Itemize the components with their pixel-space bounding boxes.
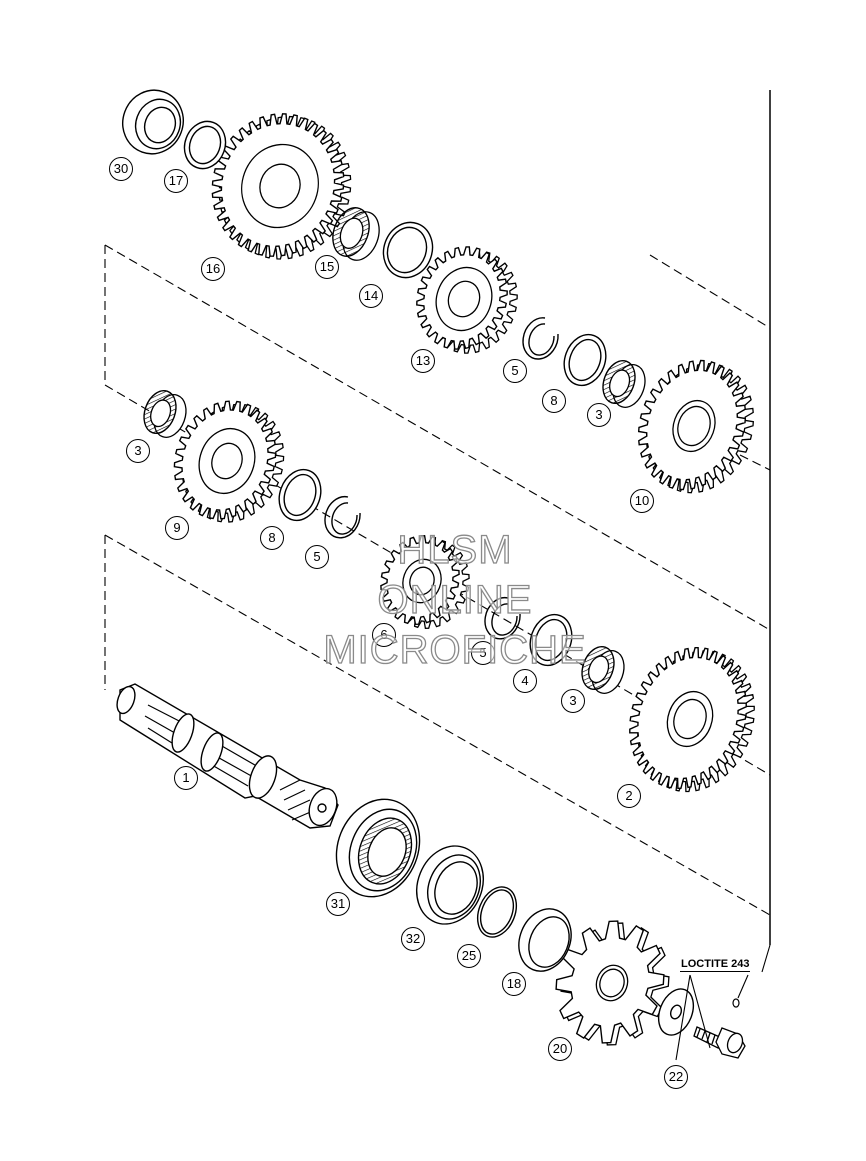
part-callout-32: 32	[401, 927, 425, 951]
part-callout-1: 1	[174, 766, 198, 790]
needle-bearing-3c	[581, 645, 625, 694]
part-callout-13: 13	[411, 349, 435, 373]
part-callout-5-top: 5	[503, 359, 527, 383]
part-callout-20: 20	[548, 1037, 572, 1061]
part-callout-5-mid: 5	[305, 545, 329, 569]
part-callout-22: 22	[664, 1065, 688, 1089]
washer-22	[657, 988, 695, 1036]
part-callout-16: 16	[201, 257, 225, 281]
washer-14	[382, 221, 434, 279]
washer-8a	[563, 333, 607, 387]
washer-17	[183, 120, 227, 170]
loctite-leader-lines	[675, 944, 771, 1061]
circlip-5c	[484, 596, 521, 640]
part-callout-4: 4	[513, 669, 537, 693]
circlip-5a	[522, 317, 559, 360]
bearing-31	[335, 798, 421, 898]
washer-8b	[278, 468, 322, 522]
sprocket-20	[555, 920, 670, 1046]
watermark-line-1: HLSM	[397, 528, 513, 572]
needle-bearing-3a	[602, 359, 646, 408]
part-callout-25: 25	[457, 944, 481, 968]
bolt-22	[693, 1026, 746, 1059]
o-ring-25	[476, 886, 518, 938]
circlip-5b	[324, 495, 361, 539]
watermark-line-3: MICROFICHE	[323, 628, 587, 672]
bearing-30	[122, 89, 184, 155]
washer-4	[529, 613, 573, 667]
needle-bearing-3b	[143, 389, 187, 438]
part-callout-15: 15	[315, 255, 339, 279]
part-callout-17: 17	[164, 169, 188, 193]
part-callout-2: 2	[617, 784, 641, 808]
part-callout-8-mid: 8	[260, 526, 284, 550]
needle-bearing-15	[332, 207, 380, 261]
part-callout-3-mid: 3	[126, 439, 150, 463]
main-shaft-1	[116, 683, 339, 829]
bushing-18	[518, 908, 572, 972]
part-callout-3-low: 3	[561, 689, 585, 713]
loctite-note: LOCTITE 243	[680, 958, 751, 972]
part-callout-9: 9	[165, 516, 189, 540]
seal-32	[416, 845, 484, 925]
gear-13	[416, 246, 518, 354]
part-callout-31: 31	[326, 892, 350, 916]
gear-9	[173, 400, 285, 523]
part-callout-18: 18	[502, 972, 526, 996]
part-callout-8-top: 8	[542, 389, 566, 413]
part-callout-6: 6	[372, 623, 396, 647]
loctite-drop	[732, 998, 740, 1008]
gear-10	[637, 359, 754, 494]
part-callout-10: 10	[630, 489, 654, 513]
watermark-line-2: ONLINE	[377, 578, 533, 622]
part-callout-5-low: 5	[471, 641, 495, 665]
gear-16	[211, 113, 352, 260]
gear-2	[629, 647, 755, 793]
part-callout-30: 30	[109, 157, 133, 181]
part-callout-3-top: 3	[587, 403, 611, 427]
part-callout-14: 14	[359, 284, 383, 308]
gear-6	[380, 534, 470, 629]
